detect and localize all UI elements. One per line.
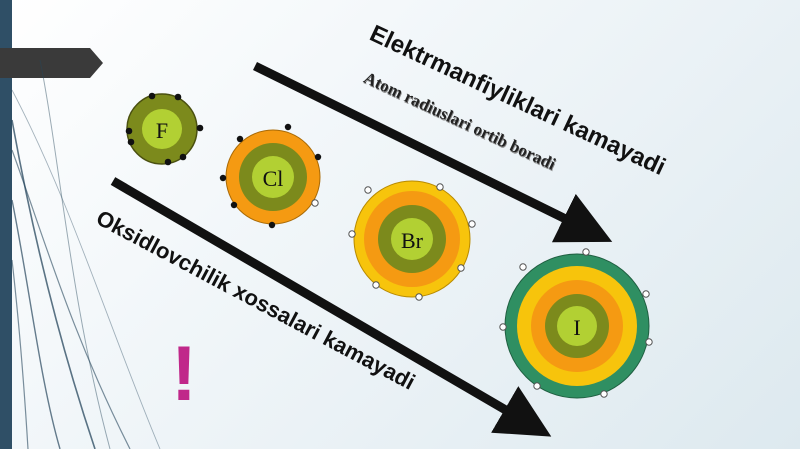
atom-label-i: I	[573, 315, 580, 340]
left-accent-bar	[0, 0, 12, 449]
electron-dots-f	[125, 92, 204, 166]
atom-fluorine: F	[125, 92, 204, 166]
exclamation-mark: !	[171, 329, 197, 417]
electron-dots-i	[499, 248, 653, 398]
atom-label-cl: Cl	[263, 166, 284, 191]
atom-iodine: I	[499, 248, 653, 399]
arrow-bottom	[110, 177, 552, 437]
title-tab-shape	[0, 48, 103, 78]
atom-chlorine: Cl	[219, 123, 322, 229]
atom-label-br: Br	[401, 228, 424, 253]
arrow-top	[253, 61, 613, 243]
atom-bromine: Br	[348, 180, 476, 301]
atom-label-f: F	[156, 118, 168, 143]
electron-dots-cl	[219, 123, 322, 229]
electron-dots-br	[348, 183, 476, 301]
